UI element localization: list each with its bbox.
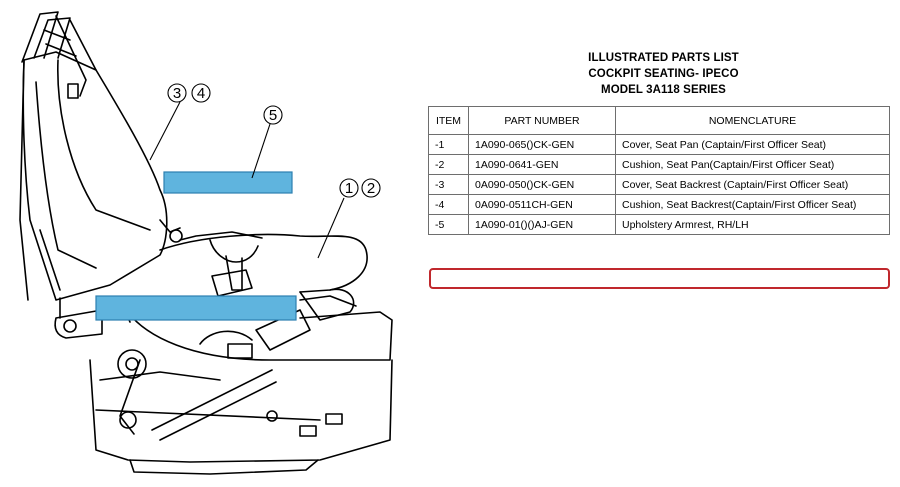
seat-base (89, 309, 393, 475)
callout-5 (263, 105, 283, 125)
item-cell: -2 (428, 154, 469, 175)
nomenclature-cell: Cushion, Seat Pan(Captain/First Officer … (615, 154, 890, 175)
nomenclature-cell: Cushion, Seat Backrest(Captain/First Off… (615, 194, 890, 215)
table-header-row: ITEM PART NUMBER NOMENCLATURE (428, 106, 890, 135)
part-number-cell: 1A090-065()CK-GEN (468, 134, 616, 155)
backrest (19, 51, 168, 301)
armrest-lower (95, 295, 297, 321)
title-line-2: COCKPIT SEATING- IPECO (588, 68, 739, 80)
callout-4-label: 4 (197, 85, 205, 102)
table-row: -3 0A090-050()CK-GEN Cover, Seat Backres… (428, 174, 890, 195)
seat-pan (119, 231, 393, 361)
callout-2-label: 2 (367, 180, 375, 197)
nomenclature-cell: Cover, Seat Pan (Captain/First Officer S… (615, 134, 890, 155)
table-row: -4 0A090-0511CH-GEN Cushion, Seat Backre… (428, 194, 890, 215)
headrest-frame (21, 11, 97, 99)
callout-3-label: 3 (173, 85, 181, 102)
callout-1-label: 1 (345, 180, 353, 197)
part-number-cell: 1A090-01()()AJ-GEN (468, 214, 616, 235)
item-cell: -3 (428, 174, 469, 195)
parts-list-panel: ILLUSTRATED PARTS LIST COCKPIT SEATING- … (428, 50, 893, 289)
title-line-3: MODEL 3A118 SERIES (601, 84, 726, 96)
armrest-left-frame (54, 297, 103, 339)
item-cell: -1 (428, 134, 469, 155)
header-nomenclature: NOMENCLATURE (615, 106, 890, 135)
row-highlight-box (429, 268, 890, 289)
callout-3 (167, 83, 187, 103)
nomenclature-cell: Cover, Seat Backrest (Captain/First Offi… (615, 174, 890, 195)
part-number-cell: 0A090-050()CK-GEN (468, 174, 616, 195)
table-row-highlighted: -5 1A090-01()()AJ-GEN Upholstery Armrest… (428, 214, 890, 235)
callout-5-label: 5 (269, 107, 277, 124)
item-cell: -4 (428, 194, 469, 215)
table-row: -2 1A090-0641-GEN Cushion, Seat Pan(Capt… (428, 154, 890, 175)
header-part-number: PART NUMBER (468, 106, 616, 135)
callout-4 (191, 83, 211, 103)
nomenclature-cell: Upholstery Armrest, RH/LH (615, 214, 890, 235)
header-item: ITEM (428, 106, 469, 135)
part-number-cell: 0A090-0511CH-GEN (468, 194, 616, 215)
callout-2 (361, 178, 381, 198)
seat-illustration: 3 4 5 1 2 (19, 11, 393, 475)
part-number-cell: 1A090-0641-GEN (468, 154, 616, 175)
item-cell: -5 (428, 214, 469, 235)
parts-table: ITEM PART NUMBER NOMENCLATURE -1 1A090-0… (428, 106, 890, 235)
table-row: -1 1A090-065()CK-GEN Cover, Seat Pan (Ca… (428, 134, 890, 155)
title-line-1: ILLUSTRATED PARTS LIST (588, 52, 739, 64)
parts-list-title: ILLUSTRATED PARTS LIST COCKPIT SEATING- … (428, 50, 893, 98)
callout-1 (339, 178, 359, 198)
armrest-upper (163, 171, 293, 194)
